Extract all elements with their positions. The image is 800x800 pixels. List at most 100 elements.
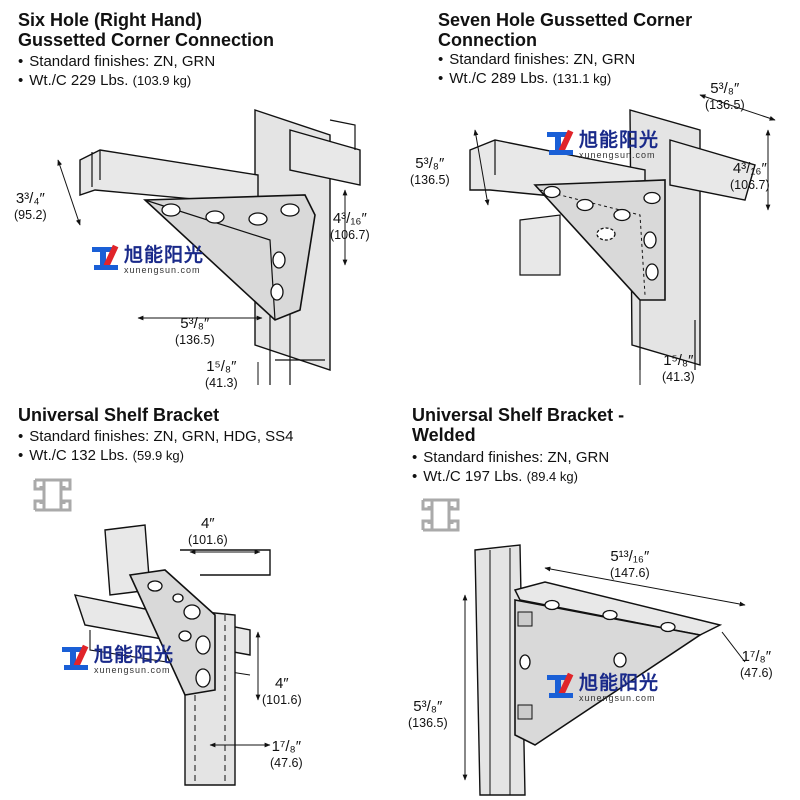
panel-title: Six Hole (Right Hand) Gussetted Corner C…: [18, 10, 274, 50]
logo-site: xunengsun.com: [579, 693, 656, 703]
bolt-hole: [183, 604, 201, 620]
dim-label: 1⁵/₈″(41.3): [205, 358, 238, 391]
weight-spec: Wt./C 229 Lbs. (103.9 kg): [18, 71, 215, 90]
bolt-holes: [147, 580, 211, 688]
spec-list: Standard finishes: ZN, GRN Wt./C 289 Lbs…: [438, 50, 635, 88]
welded-bracket-drawing: [462, 544, 746, 796]
bolt-hole: [645, 263, 659, 281]
title-line-2: Connection: [438, 30, 537, 50]
bolt-hole: [613, 208, 631, 222]
bolt-hole: [280, 203, 300, 217]
bolt-hole: [205, 210, 225, 224]
logo-mark-icon: [62, 644, 89, 670]
bolt-head: [517, 611, 533, 627]
bolt-hole: [161, 203, 181, 217]
dim-label: 5³/₈″(136.5): [705, 80, 745, 113]
logo-mark-icon: [92, 244, 119, 270]
dim-label: 5¹³/₁₆″(147.6): [610, 548, 650, 581]
bolt-holes: [543, 185, 661, 281]
bolt-hole: [147, 580, 163, 592]
finish-spec: Standard finishes: ZN, GRN: [18, 52, 215, 71]
channel-profile-icon: [33, 478, 72, 512]
right-channel: [289, 129, 361, 186]
logo-mark-icon: [547, 672, 574, 698]
bolt-hole: [543, 185, 561, 199]
gusset-fold-line: [539, 189, 646, 296]
logo-site: xunengsun.com: [94, 665, 171, 675]
dim-label: 1⁵/₈″(41.3): [662, 352, 695, 385]
bolt-hole: [270, 283, 284, 301]
logo-name: 旭能阳光: [579, 129, 660, 151]
weight-spec: Wt./C 197 Lbs. (89.4 kg): [412, 467, 609, 486]
title-line-2: Gussetted Corner Connection: [18, 30, 275, 50]
weight-imperial: Wt./C 197 Lbs.: [423, 468, 523, 485]
bolt-hole: [613, 652, 627, 668]
weight-spec: Wt./C 289 Lbs. (131.1 kg): [438, 69, 635, 88]
dim-label: 4″(101.6): [188, 515, 228, 548]
dim-line: [721, 631, 746, 663]
logo-site: xunengsun.com: [579, 150, 656, 160]
bolt-hole: [272, 251, 286, 269]
spec-list: Standard finishes: ZN, GRN Wt./C 229 Lbs…: [18, 52, 215, 90]
logo-site: xunengsun.com: [124, 265, 201, 275]
panel-title: Seven Hole Gussetted Corner Connection: [438, 10, 692, 50]
title-line-1: Universal Shelf Bracket: [18, 405, 220, 425]
dim-label: 5³/₈″(136.5): [175, 315, 215, 348]
dim-line: [699, 94, 776, 121]
right-channel: [669, 139, 756, 201]
dim-label: 3³/₄″(95.2): [14, 190, 47, 223]
dim-label: 4³/₁₆″(106.7): [330, 210, 370, 243]
shelf-bracket-plate: [128, 569, 216, 696]
dim-label: 1⁷/₈″(47.6): [270, 738, 303, 771]
channel-profile-icon: [421, 498, 460, 532]
bracket-gusset-plate: [514, 599, 703, 746]
bolt-hole: [544, 599, 560, 611]
title-line-1: Universal Shelf Bracket -: [412, 405, 625, 425]
logo-name: 旭能阳光: [579, 672, 660, 694]
dim-line: [57, 159, 81, 226]
weight-imperial: Wt./C 229 Lbs.: [29, 72, 129, 89]
dim-label: 5³/₈″(136.5): [410, 155, 450, 188]
bolt-hole: [602, 609, 618, 621]
bolt-holes: [161, 203, 300, 301]
vertical-post: [474, 544, 526, 796]
logo-name: 旭能阳光: [94, 644, 175, 666]
bolt-hole: [195, 668, 211, 688]
weight-metric: (59.9 kg): [132, 448, 184, 463]
lower-channel: [519, 214, 561, 276]
bolt-hole: [248, 212, 268, 226]
bolt-hole: [596, 227, 616, 241]
weight-spec: Wt./C 132 Lbs. (59.9 kg): [18, 446, 294, 465]
bolt-hole: [178, 630, 192, 642]
panel-title: Universal Shelf Bracket - Welded: [412, 405, 624, 445]
bolt-hole: [576, 198, 594, 212]
shelf-bracket-drawing: [73, 524, 271, 786]
panel-title: Universal Shelf Bracket: [18, 405, 219, 425]
bolt-hole: [172, 593, 184, 603]
spec-list: Standard finishes: ZN, GRN Wt./C 197 Lbs…: [412, 448, 609, 486]
gusset-plate: [533, 179, 666, 301]
weight-imperial: Wt./C 289 Lbs.: [449, 70, 549, 87]
title-line-1: Seven Hole Gussetted Corner: [438, 10, 693, 30]
panel-welded-shelf-bracket: Universal Shelf Bracket - Welded Standar…: [400, 400, 800, 800]
weight-metric: (89.4 kg): [526, 469, 578, 484]
dim-line: [473, 129, 490, 206]
weight-imperial: Wt./C 132 Lbs.: [29, 447, 129, 464]
dim-label: 4³/₁₆″(106.7): [730, 160, 770, 193]
weight-metric: (131.1 kg): [552, 71, 612, 86]
bolt-hole: [643, 231, 657, 249]
dim-label: 1⁷/₈″(47.6): [740, 648, 773, 681]
panel-universal-shelf-bracket: Universal Shelf Bracket Standard finishe…: [0, 400, 400, 800]
finish-spec: Standard finishes: ZN, GRN: [412, 448, 609, 467]
finish-spec: Standard finishes: ZN, GRN: [438, 50, 635, 69]
panel-six-hole-corner: Six Hole (Right Hand) Gussetted Corner C…: [0, 0, 400, 400]
six-hole-drawing: [57, 109, 361, 385]
bolt-hole: [519, 654, 531, 670]
bolt-hole: [643, 191, 661, 205]
bolt-hole: [195, 635, 211, 655]
dim-line: [544, 566, 746, 607]
seven-hole-drawing: [469, 94, 776, 385]
